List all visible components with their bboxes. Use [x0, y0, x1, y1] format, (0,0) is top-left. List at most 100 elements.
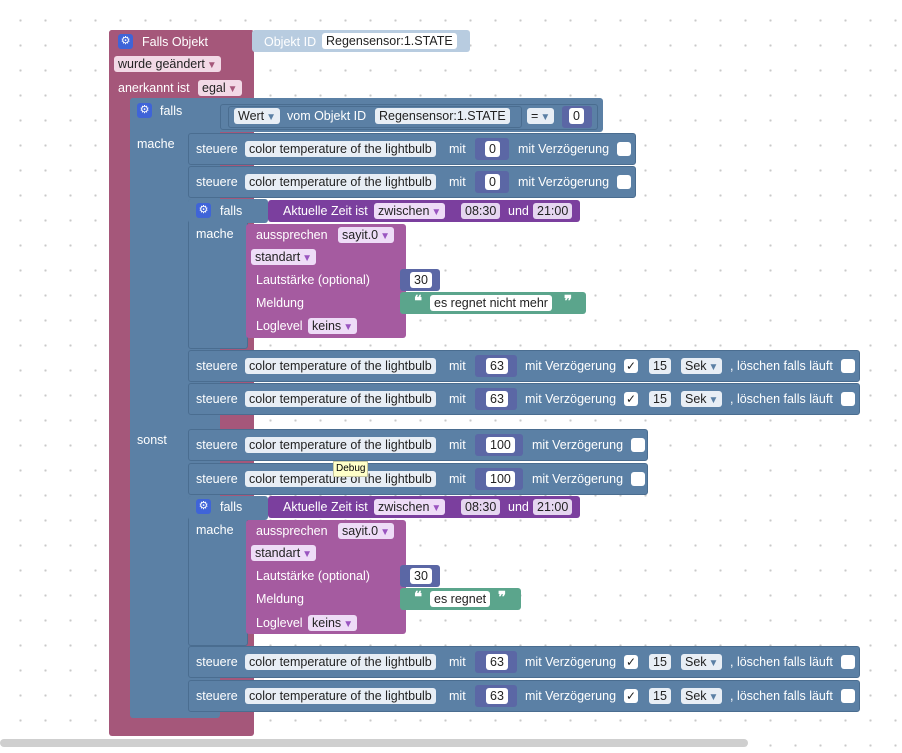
device-field[interactable]: color temperature of the lightbulb — [245, 654, 436, 670]
close-quote-icon: ❞ — [498, 589, 507, 606]
loglevel-label: Loglevel — [256, 319, 303, 333]
sayit-dropdown[interactable]: sayit.0▼ — [338, 523, 395, 539]
delay-checkbox[interactable]: ✓ — [624, 655, 638, 669]
acknowledged-label: anerkannt ist — [118, 81, 190, 95]
volume-label: Lautstärke (optional) — [256, 569, 370, 583]
message-field[interactable]: es regnet — [430, 591, 491, 607]
device-field[interactable]: color temperature of the lightbulb — [245, 471, 436, 487]
loglevel-dropdown[interactable]: keins▼ — [308, 615, 358, 631]
loglevel-dropdown[interactable]: keins▼ — [308, 318, 358, 334]
steuere-label: steuere — [196, 689, 238, 703]
acknowledged-dropdown[interactable]: egal▼ — [198, 80, 242, 96]
falls-label: falls — [220, 204, 243, 218]
open-quote-icon: ❝ — [414, 589, 423, 606]
clear-checkbox[interactable] — [841, 359, 855, 373]
device-field[interactable]: color temperature of the lightbulb — [245, 391, 436, 407]
value-field[interactable]: 0 — [485, 174, 500, 190]
gear-icon[interactable]: ⚙ — [196, 203, 211, 218]
loglevel-label: Loglevel — [256, 616, 303, 630]
mache-label: mache — [196, 227, 234, 241]
message-field[interactable]: es regnet nicht mehr — [430, 295, 552, 311]
value-field[interactable]: 100 — [486, 437, 515, 453]
und-label: und — [508, 500, 529, 514]
mit-label: mit — [449, 472, 466, 486]
trigger-title: Falls Objekt — [142, 35, 208, 49]
clear-checkbox[interactable] — [841, 689, 855, 703]
delay-field[interactable]: 15 — [649, 654, 671, 670]
delay-checkbox[interactable] — [631, 472, 645, 486]
time-from-field[interactable]: 08:30 — [461, 203, 501, 219]
clear-checkbox[interactable] — [841, 392, 855, 406]
delay-field[interactable]: 15 — [649, 391, 671, 407]
message-label: Meldung — [256, 592, 304, 606]
device-field[interactable]: color temperature of the lightbulb — [245, 358, 436, 374]
gear-icon[interactable]: ⚙ — [137, 103, 152, 118]
delay-field[interactable]: 15 — [649, 358, 671, 374]
volume-field[interactable]: 30 — [410, 272, 432, 288]
gear-icon[interactable]: ⚙ — [118, 34, 133, 49]
if-falls-label: falls — [160, 104, 183, 118]
current-time-label: Aktuelle Zeit ist — [283, 204, 368, 218]
volume-field[interactable]: 30 — [410, 568, 432, 584]
value-field[interactable]: 0 — [485, 141, 500, 157]
time-from-field[interactable]: 08:30 — [461, 499, 501, 515]
mit-label: mit — [449, 359, 466, 373]
clear-label: , löschen falls läuft — [730, 689, 833, 703]
steuere-label: steuere — [196, 472, 238, 486]
value-field[interactable]: 63 — [486, 391, 508, 407]
between-dropdown[interactable]: zwischen▼ — [374, 203, 446, 219]
device-field[interactable]: color temperature of the lightbulb — [245, 174, 436, 190]
steuere-label: steuere — [196, 392, 238, 406]
mit-label: mit — [449, 142, 466, 156]
device-field[interactable]: color temperature of the lightbulb — [245, 688, 436, 704]
delay-label: mit Verzögerung — [532, 472, 624, 486]
delay-checkbox[interactable]: ✓ — [624, 359, 638, 373]
delay-field[interactable]: 15 — [649, 688, 671, 704]
und-label: und — [508, 204, 529, 218]
value-field[interactable]: 63 — [486, 688, 508, 704]
objekt-id-field[interactable]: Regensensor:1.STATE — [322, 33, 457, 49]
clear-label: , löschen falls läuft — [730, 655, 833, 669]
language-dropdown[interactable]: standart▼ — [251, 545, 317, 561]
gear-icon[interactable]: ⚙ — [196, 499, 211, 514]
unit-dropdown[interactable]: Sek▼ — [681, 654, 723, 670]
delay-label: mit Verzögerung — [525, 392, 617, 406]
device-field[interactable]: color temperature of the lightbulb — [245, 141, 436, 157]
horizontal-scrollbar[interactable] — [0, 739, 748, 747]
mit-label: mit — [449, 175, 466, 189]
between-dropdown[interactable]: zwischen▼ — [374, 499, 446, 515]
clear-label: , löschen falls läuft — [730, 392, 833, 406]
language-dropdown[interactable]: standart▼ — [251, 249, 317, 265]
time-to-field[interactable]: 21:00 — [533, 499, 573, 515]
objekt-id-field[interactable]: Regensensor:1.STATE — [375, 108, 510, 124]
if-sonst-label: sonst — [137, 433, 167, 447]
delay-label: mit Verzögerung — [525, 689, 617, 703]
value-field[interactable]: 63 — [486, 358, 508, 374]
unit-dropdown[interactable]: Sek▼ — [681, 358, 723, 374]
close-quote-icon: ❞ — [564, 293, 573, 310]
steuere-label: steuere — [196, 655, 238, 669]
clear-checkbox[interactable] — [841, 655, 855, 669]
device-field[interactable]: color temperature of the lightbulb — [245, 437, 436, 453]
delay-checkbox[interactable] — [617, 142, 631, 156]
changed-dropdown[interactable]: wurde geändert▼ — [114, 56, 221, 72]
operator-dropdown[interactable]: =▼ — [527, 108, 555, 124]
delay-checkbox[interactable]: ✓ — [624, 392, 638, 406]
unit-dropdown[interactable]: Sek▼ — [681, 688, 723, 704]
mit-label: mit — [449, 689, 466, 703]
time-to-field[interactable]: 21:00 — [533, 203, 573, 219]
wert-dropdown[interactable]: Wert▼ — [234, 108, 281, 124]
objekt-id-label: Objekt ID — [264, 35, 317, 49]
delay-label: mit Verzögerung — [518, 175, 610, 189]
inner-if-block[interactable] — [188, 496, 248, 646]
unit-dropdown[interactable]: Sek▼ — [681, 391, 723, 407]
value-field[interactable]: 63 — [486, 654, 508, 670]
vom-objekt-label: vom Objekt ID — [287, 109, 367, 123]
steuere-label: steuere — [196, 438, 238, 452]
delay-checkbox[interactable] — [631, 438, 645, 452]
value-field[interactable]: 100 — [486, 471, 515, 487]
delay-checkbox[interactable]: ✓ — [624, 689, 638, 703]
delay-checkbox[interactable] — [617, 175, 631, 189]
sayit-dropdown[interactable]: sayit.0▼ — [338, 227, 395, 243]
compare-value-field[interactable]: 0 — [569, 108, 584, 124]
